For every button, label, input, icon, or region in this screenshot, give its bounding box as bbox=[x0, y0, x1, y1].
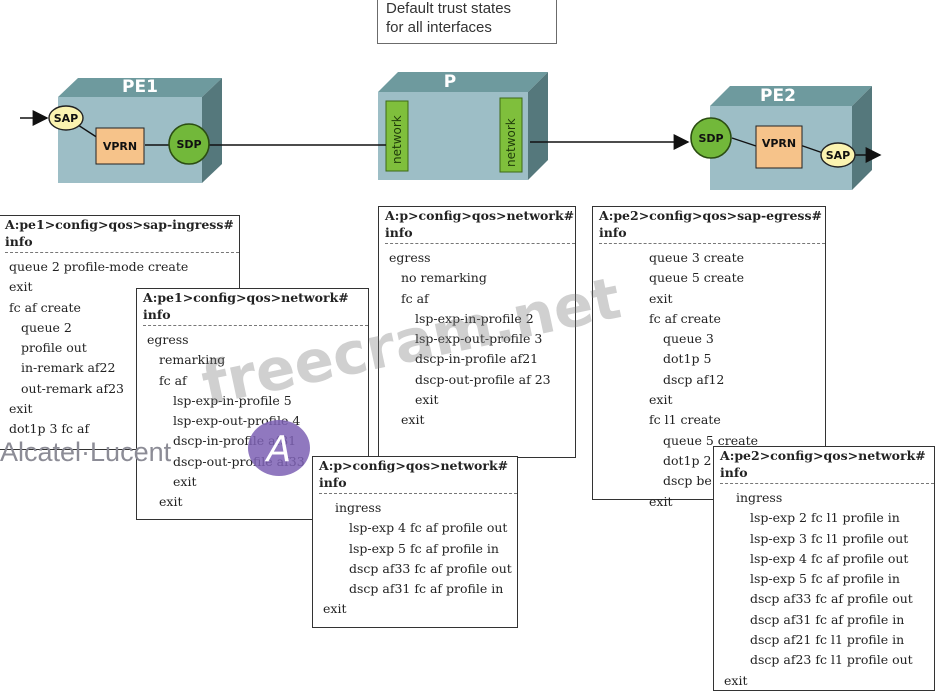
config-line: remarking bbox=[159, 352, 226, 368]
config-line: lsp-exp 5 fc af profile in bbox=[349, 540, 499, 556]
config-line: exit bbox=[649, 493, 673, 509]
p-label: P bbox=[444, 72, 456, 92]
config-line: exit bbox=[401, 412, 425, 428]
config-line: lsp-exp 4 fc af profile out bbox=[349, 520, 508, 536]
dashed-separator bbox=[5, 252, 239, 253]
config-line: dscp af31 fc af profile in bbox=[750, 611, 905, 627]
dashed-separator bbox=[319, 493, 517, 494]
config-header: A:pe2>config>qos>sap-egress# info bbox=[599, 208, 822, 240]
pe1-sap-node bbox=[48, 105, 84, 131]
alcatel-lucent-wordmark: Alcatel·Lucent bbox=[0, 437, 172, 467]
config-line: ingress bbox=[335, 500, 382, 515]
config-line: dscp af12 bbox=[663, 371, 725, 387]
config-line: dot1p 3 fc af bbox=[9, 421, 90, 437]
config-header: A:pe2>config>qos>network# info bbox=[720, 448, 926, 480]
pe2-sdp-label: SDP bbox=[698, 132, 723, 145]
pe1-vprn-label: VPRN bbox=[103, 140, 137, 153]
config-line: ingress bbox=[736, 490, 783, 505]
config-line: queue 3 create bbox=[649, 250, 745, 265]
pe2-sap-egress-config: A:pe2>config>qos>sap-egress# info queue 3… bbox=[592, 206, 826, 509]
pe2-sap-label: SAP bbox=[826, 149, 851, 162]
config-line: egress bbox=[389, 250, 431, 265]
config-line: lsp-exp 2 fc l1 profile in bbox=[750, 510, 900, 526]
note-line-2: for all interfaces bbox=[386, 19, 492, 36]
config-line: exit bbox=[649, 392, 673, 408]
config-line: dscp af21 fc l1 profile in bbox=[750, 632, 905, 648]
config-line: dscp af33 fc af profile out bbox=[750, 591, 913, 607]
config-line: exit bbox=[9, 401, 33, 417]
trust-state-note: Default trust states for all interfaces bbox=[377, 0, 557, 44]
pe2-sap-node bbox=[820, 142, 856, 168]
config-line: exit bbox=[159, 494, 183, 510]
dashed-separator bbox=[143, 325, 368, 326]
config-header: A:p>config>qos>network# bbox=[385, 208, 575, 223]
dashed-separator bbox=[385, 243, 575, 244]
pe2-vprn-label: VPRN bbox=[762, 137, 796, 150]
config-line: queue 3 bbox=[663, 331, 714, 347]
config-line: profile out bbox=[21, 340, 87, 356]
config-line: lsp-exp 3 fc l1 profile out bbox=[750, 530, 909, 546]
config-line: dot1p 2 bbox=[663, 452, 712, 468]
config-line: queue 2 profile-mode create bbox=[9, 259, 189, 274]
p-right-port-label: network bbox=[504, 118, 518, 167]
config-header: A:pe1>config>qos>network# info bbox=[143, 290, 349, 322]
config-line: in-remark af22 bbox=[21, 360, 116, 376]
dashed-separator bbox=[720, 483, 934, 484]
topology-diagram: PE1 P network network PE2 SAP VPRN SDP S… bbox=[20, 72, 882, 190]
config-header: A:pe1>config>qos>sap-ingress# info bbox=[5, 217, 234, 249]
dashed-separator bbox=[599, 243, 825, 244]
config-line: dscp-in-profile af21 bbox=[415, 351, 539, 367]
config-line: fc af bbox=[159, 372, 187, 388]
config-line: lsp-exp 5 fc af profile in bbox=[750, 571, 900, 587]
pe2-label: PE2 bbox=[760, 86, 796, 106]
config-line: lsp-exp-out-profile 3 bbox=[415, 331, 543, 347]
p-left-port-label: network bbox=[390, 115, 404, 164]
pe1-label: PE1 bbox=[122, 77, 158, 97]
config-line: lsp-exp-in-profile 5 bbox=[173, 392, 292, 408]
pe2-vprn-node bbox=[755, 125, 803, 169]
config-line: exit bbox=[415, 392, 439, 408]
config-line: dot1p 5 bbox=[663, 351, 712, 367]
p-device: P network network bbox=[378, 72, 548, 180]
config-header-cont: info bbox=[385, 225, 413, 240]
config-line: exit bbox=[724, 672, 748, 688]
config-line: exit bbox=[649, 290, 673, 306]
config-line: lsp-exp-in-profile 2 bbox=[415, 310, 534, 326]
config-line: dscp af31 fc af profile in bbox=[349, 581, 504, 597]
config-line: fc af create bbox=[649, 310, 721, 326]
pe2-sdp-node bbox=[690, 117, 732, 159]
note-line-1: Default trust states bbox=[386, 0, 512, 17]
pe1-sdp-label: SDP bbox=[176, 138, 201, 151]
config-header: A:p>config>qos>network# info bbox=[319, 458, 509, 490]
pe2-network-config: A:pe2>config>qos>network# info ingress lsp… bbox=[713, 446, 935, 691]
config-line: queue 5 create bbox=[649, 270, 745, 286]
p-network-ingress-config: A:p>config>qos>network# info ingress lsp-e… bbox=[312, 456, 518, 628]
config-line: lsp-exp 4 fc af profile out bbox=[750, 550, 909, 566]
config-line: fc l1 create bbox=[649, 412, 721, 428]
pe1-vprn-node bbox=[95, 127, 145, 165]
config-line: dscp-out-profile af 23 bbox=[415, 371, 551, 387]
config-line: dscp be bbox=[663, 473, 712, 489]
p-right-network-port bbox=[499, 97, 523, 173]
p-network-egress-config: A:p>config>qos>network# info egress no rema… bbox=[378, 206, 576, 458]
config-line: fc af create bbox=[9, 299, 81, 315]
config-line: no remarking bbox=[401, 270, 487, 286]
alcatel-lucent-logo: A bbox=[248, 420, 310, 476]
pe1-sdp-node bbox=[168, 123, 210, 165]
config-line: exit bbox=[173, 474, 197, 490]
logo-letter: A bbox=[265, 429, 292, 470]
config-line: queue 2 bbox=[21, 319, 72, 335]
config-line: exit bbox=[9, 279, 33, 295]
config-line: dscp af23 fc l1 profile out bbox=[750, 652, 913, 668]
pe1-sap-label: SAP bbox=[54, 112, 79, 125]
config-line: dscp af33 fc af profile out bbox=[349, 560, 512, 576]
config-line: egress bbox=[147, 332, 189, 347]
config-line: fc af bbox=[401, 290, 429, 306]
config-line: exit bbox=[323, 601, 347, 617]
config-line: queue 5 create bbox=[663, 432, 759, 448]
p-left-network-port bbox=[385, 100, 409, 172]
config-line: out-remark af23 bbox=[21, 380, 125, 396]
